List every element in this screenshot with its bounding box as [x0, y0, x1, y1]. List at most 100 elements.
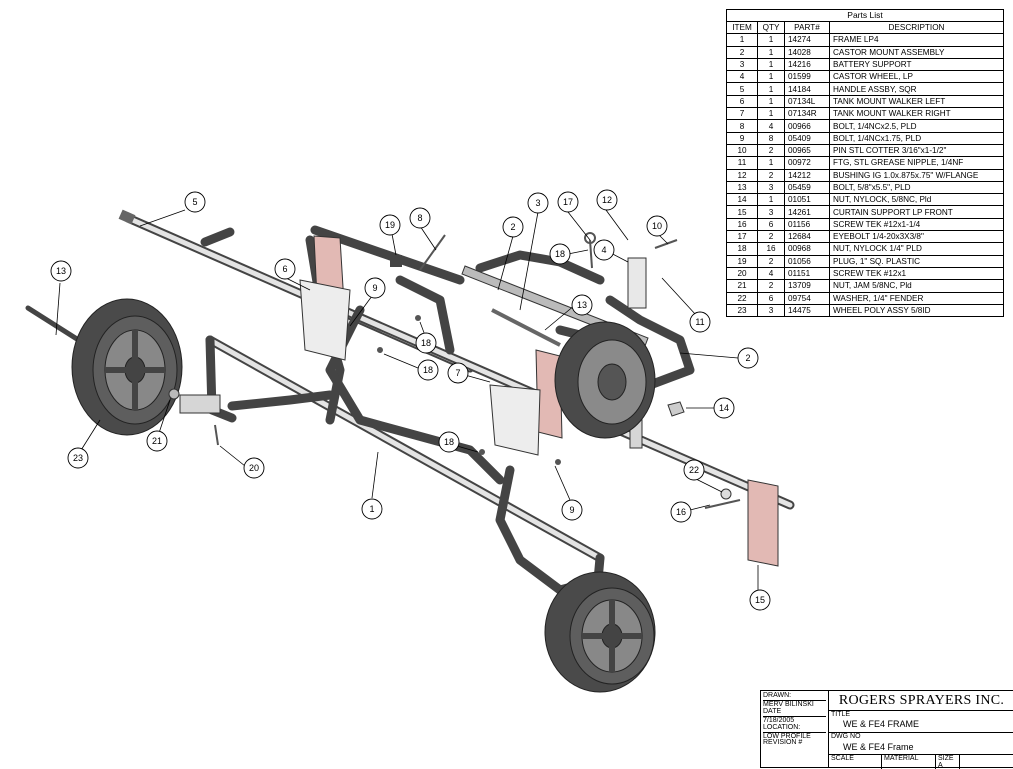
header-qty: QTY — [757, 20, 785, 35]
cell-qty: 2 — [757, 168, 785, 182]
cell-item: 21 — [726, 279, 758, 293]
cell-item: 1 — [726, 33, 758, 47]
size-label: SIZE — [938, 755, 954, 762]
wheel-left — [25, 298, 183, 436]
svg-text:13: 13 — [56, 266, 66, 276]
cell-qty: 3 — [757, 303, 785, 318]
cell-part: 01599 — [784, 70, 830, 84]
cell-item: 10 — [726, 143, 758, 158]
cell-part: 14216 — [784, 57, 830, 72]
dwg-row: DWG NO WE & FE4 Frame — [829, 732, 1013, 755]
cell-description: SCREW TEK #12x1 — [829, 266, 1004, 281]
cell-item: 18 — [726, 242, 758, 256]
balloon-item-23: 23 — [67, 447, 89, 469]
location-label: LOCATION: — [763, 724, 801, 731]
svg-text:18: 18 — [423, 365, 433, 375]
cell-description: CASTOR WHEEL, LP — [829, 70, 1004, 84]
balloon-item-2-upper: 2 — [502, 216, 524, 238]
svg-text:18: 18 — [421, 338, 431, 348]
balloon-item-20: 20 — [243, 457, 265, 479]
cell-item: 20 — [726, 266, 758, 281]
svg-text:16: 16 — [676, 507, 686, 517]
balloon-item-8: 8 — [409, 207, 431, 229]
cell-item: 4 — [726, 70, 758, 84]
cell-part: 01156 — [784, 217, 830, 232]
svg-text:18: 18 — [555, 249, 565, 259]
svg-text:1: 1 — [369, 504, 374, 514]
castor-wheel — [554, 257, 656, 439]
drawn-by: MERV BILINSKI — [763, 700, 826, 708]
cell-part: 01051 — [784, 193, 830, 207]
cell-description: TANK MOUNT WALKER RIGHT — [829, 107, 1004, 121]
cell-qty: 6 — [757, 291, 785, 305]
header-item: ITEM — [726, 20, 758, 35]
balloon-item-13: 13 — [50, 260, 72, 282]
cell-item: 23 — [726, 303, 758, 318]
cell-qty: 1 — [757, 33, 785, 47]
cell-qty: 4 — [757, 266, 785, 281]
cell-description: BATTERY SUPPORT — [829, 57, 1004, 72]
balloon-item-6: 6 — [274, 258, 296, 280]
balloon-item-19: 19 — [379, 214, 401, 236]
drawn-label: DRAWN: — [763, 692, 792, 699]
cell-description: NUT, NYLOCK, 5/8NC, Pld — [829, 193, 1004, 207]
cell-description: BUSHING IG 1.0x.875x.75" W/FLANGE — [829, 168, 1004, 182]
balloon-item-12: 12 — [596, 189, 618, 211]
cell-part: 00972 — [784, 156, 830, 170]
cell-description: EYEBOLT 1/4-20x3X3/8" — [829, 230, 1004, 244]
svg-text:15: 15 — [755, 595, 765, 605]
cell-qty: 2 — [757, 254, 785, 268]
cell-item: 11 — [726, 156, 758, 170]
svg-text:13: 13 — [577, 300, 587, 310]
balloon-item-18-castor: 18 — [549, 243, 571, 265]
cell-item: 2 — [726, 45, 758, 59]
wheel-right — [544, 571, 656, 693]
cell-qty: 1 — [757, 156, 785, 170]
cell-description: BOLT, 5/8"x5.5", PLD — [829, 180, 1004, 195]
svg-text:6: 6 — [282, 264, 287, 274]
balloon-item-5: 5 — [184, 191, 206, 213]
svg-text:9: 9 — [569, 505, 574, 515]
cell-item: 12 — [726, 168, 758, 182]
svg-text:11: 11 — [695, 317, 704, 327]
balloon-item-16: 16 — [670, 501, 692, 523]
balloon-item-18-mount: 18 — [415, 332, 437, 354]
svg-text:23: 23 — [73, 453, 83, 463]
tank-mount-right — [489, 349, 563, 456]
date-label: DATE — [763, 708, 782, 715]
material-label: MATERIAL — [884, 755, 919, 762]
parts-list-title: Parts List — [726, 9, 1004, 21]
cell-qty: 1 — [757, 45, 785, 59]
cell-item: 17 — [726, 230, 758, 244]
cell-description: NUT, NYLOCK 1/4" PLD — [829, 242, 1004, 256]
cell-description: BOLT, 1/4NCx2.5, PLD — [829, 119, 1004, 133]
cell-part: 14028 — [784, 45, 830, 59]
cell-part: 13709 — [784, 279, 830, 293]
cell-description: FRAME LP4 — [829, 33, 1004, 47]
cell-qty: 1 — [757, 57, 785, 72]
balloon-item-1: 1 — [361, 498, 383, 520]
svg-text:2: 2 — [510, 222, 515, 232]
cell-part: 14261 — [784, 205, 830, 219]
cell-part: 05409 — [784, 131, 830, 145]
svg-text:22: 22 — [689, 465, 699, 475]
cell-item: 16 — [726, 217, 758, 232]
svg-text:19: 19 — [385, 220, 395, 230]
cell-item: 7 — [726, 107, 758, 121]
hardware — [168, 232, 741, 509]
cell-description: HANDLE ASSBY, SQR — [829, 82, 1004, 96]
balloon-item-9: 9 — [364, 277, 386, 299]
